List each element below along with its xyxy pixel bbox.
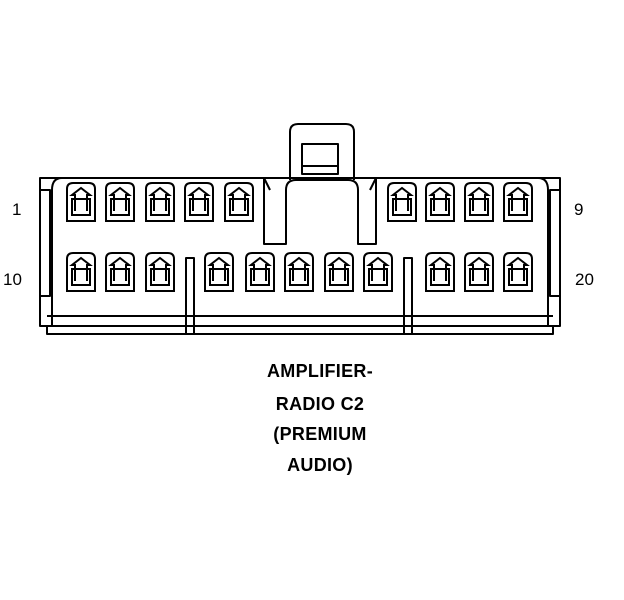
- right-ledge: [549, 189, 560, 297]
- pin-label-bottom-left: 10: [3, 270, 22, 289]
- pin-cavity-19: [464, 252, 494, 292]
- pin-cavity-3: [145, 182, 175, 222]
- pin-cavity-17: [363, 252, 393, 292]
- pin-cavity-2: [105, 182, 135, 222]
- pin-cavity-8: [464, 182, 494, 222]
- latch: [289, 123, 355, 180]
- pin-cavity-15: [284, 252, 314, 292]
- pin-label-top-left: 1: [12, 200, 22, 219]
- left-ledge: [40, 189, 51, 297]
- rib-left: [185, 257, 195, 335]
- caption-line-4: AUDIO): [287, 455, 353, 475]
- pin-cavity-12: [145, 252, 175, 292]
- pin-label-bottom-right: 20: [575, 270, 594, 289]
- caption-line-2: RADIO C2: [275, 394, 365, 414]
- pin-cavity-9: [503, 182, 533, 222]
- pin-cavity-5: [224, 182, 254, 222]
- pin-cavity-4: [184, 182, 214, 222]
- pin-cavity-13: [204, 252, 234, 292]
- inner-wall-right: [537, 177, 549, 326]
- pin-label-top-right: 9: [574, 200, 584, 219]
- pin-cavity-11: [105, 252, 135, 292]
- latch-window: [301, 143, 339, 175]
- pin-cavity-7: [425, 182, 455, 222]
- pin-cavity-1: [66, 182, 96, 222]
- inner-wall-left: [51, 177, 63, 326]
- pin-cavity-14: [245, 252, 275, 292]
- pin-cavities: [66, 182, 533, 292]
- pin-cavity-10: [66, 252, 96, 292]
- pin-cavity-16: [324, 252, 354, 292]
- caption-line-3: (PREMIUM: [273, 424, 367, 444]
- pin-cavity-6: [387, 182, 417, 222]
- latch-housing: [263, 178, 377, 245]
- rib-right: [403, 257, 413, 335]
- pin-cavity-18: [425, 252, 455, 292]
- caption-line-1: AMPLIFIER-: [267, 361, 373, 381]
- connector-base: [46, 325, 554, 335]
- pin-cavity-20: [503, 252, 533, 292]
